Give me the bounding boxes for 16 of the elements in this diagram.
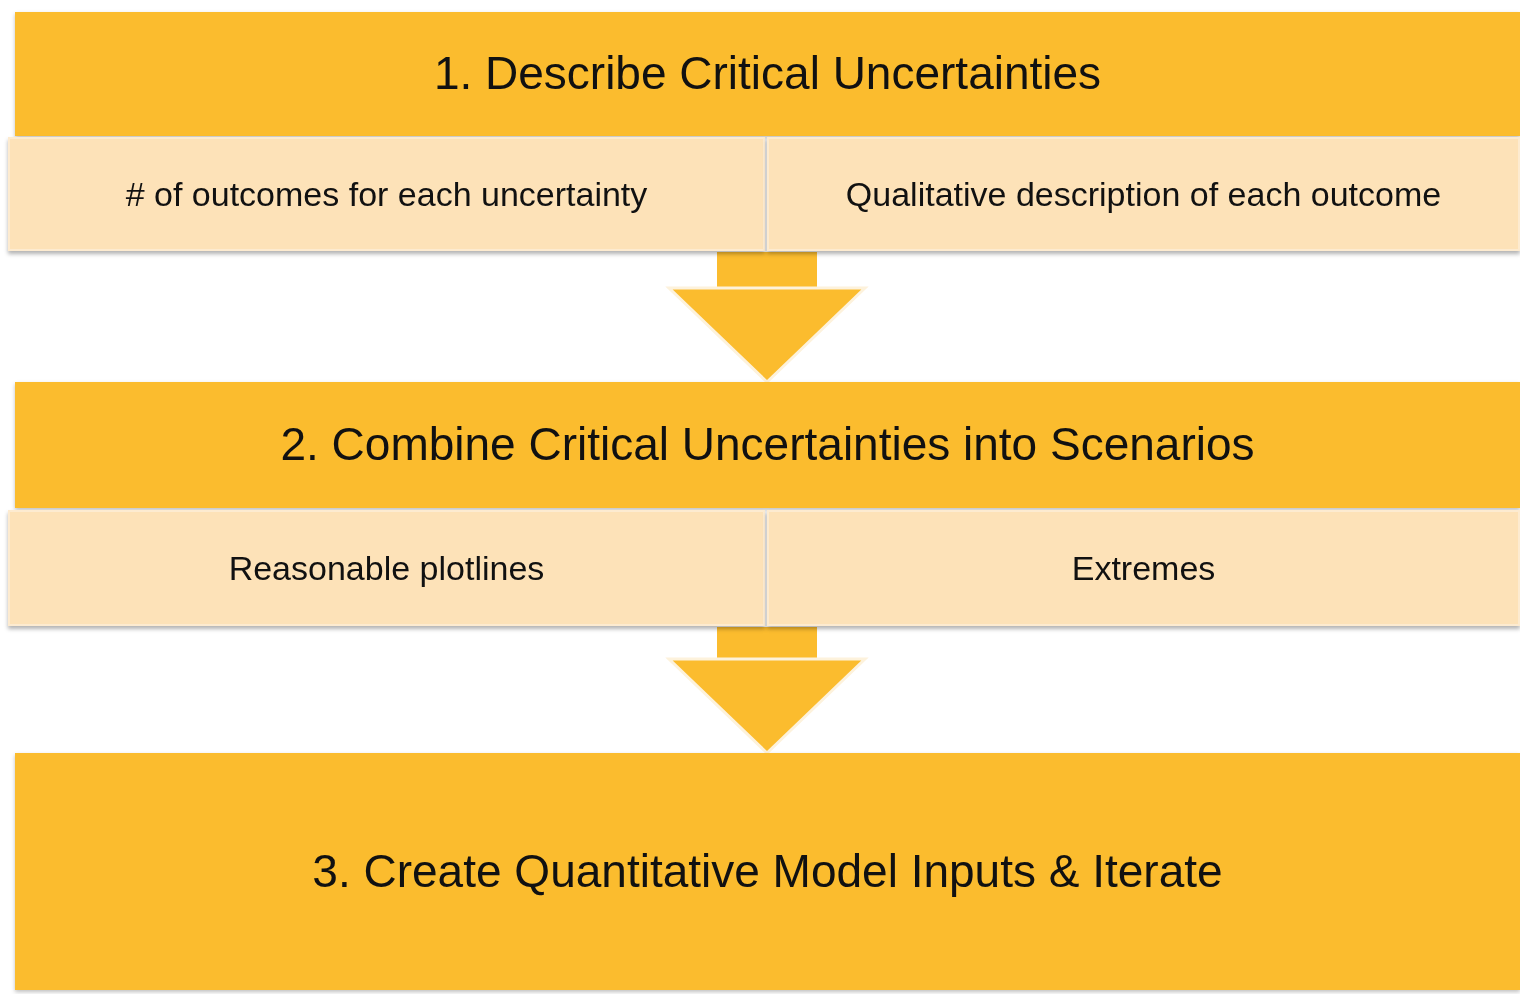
detail-text: Extremes bbox=[1071, 547, 1216, 589]
step-title: 2. Combine Critical Uncertainties into Scenarios bbox=[280, 417, 1255, 473]
step-title: 3. Create Quantitative Model Inputs & Iterate bbox=[312, 843, 1223, 899]
block-arrow bbox=[667, 252, 867, 384]
detail-text: Reasonable plotlines bbox=[228, 547, 545, 589]
detail-text: Qualitative description of each outcome bbox=[845, 173, 1442, 215]
detail-text: # of outcomes for each uncertainty bbox=[125, 173, 648, 215]
step-title: 1. Describe Critical Uncertainties bbox=[433, 46, 1102, 102]
detail-box bbox=[8, 510, 765, 626]
step-band bbox=[15, 382, 1520, 508]
detail-box bbox=[767, 510, 1520, 626]
block-arrow bbox=[667, 627, 867, 755]
detail-box bbox=[767, 137, 1520, 251]
step-band bbox=[15, 753, 1520, 990]
step-band bbox=[15, 12, 1520, 136]
detail-box bbox=[8, 137, 765, 251]
